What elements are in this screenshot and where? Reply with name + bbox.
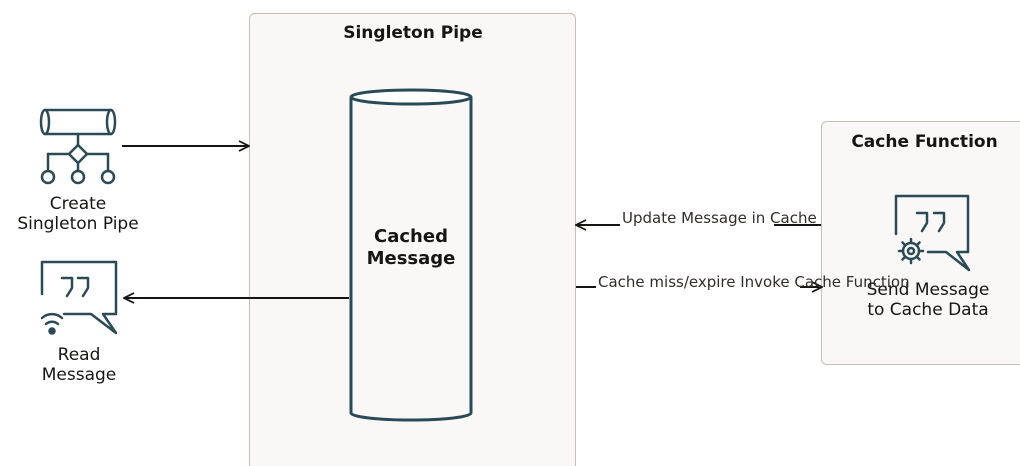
cached-message-label: Cached Message <box>366 226 456 269</box>
integration-pipe-icon <box>39 108 117 185</box>
cache-function-container <box>821 121 1020 365</box>
update-message-label: Update Message in Cache <box>620 208 817 229</box>
send-message-label: Send Message to Cache Data <box>866 280 990 320</box>
cache-function-title: Cache Function <box>851 132 998 152</box>
message-gear-icon <box>894 194 971 272</box>
cylinder-store-icon <box>349 88 473 422</box>
singleton-pipe-title: Singleton Pipe <box>343 23 483 43</box>
singleton-pipe-container <box>249 13 576 466</box>
cache-miss-label: Cache miss/expire Invoke Cache Function <box>596 272 910 293</box>
wireless-message-icon <box>40 260 118 335</box>
read-message-label: Read Message <box>41 345 117 385</box>
create-pipe-label: Create Singleton Pipe <box>17 194 139 234</box>
